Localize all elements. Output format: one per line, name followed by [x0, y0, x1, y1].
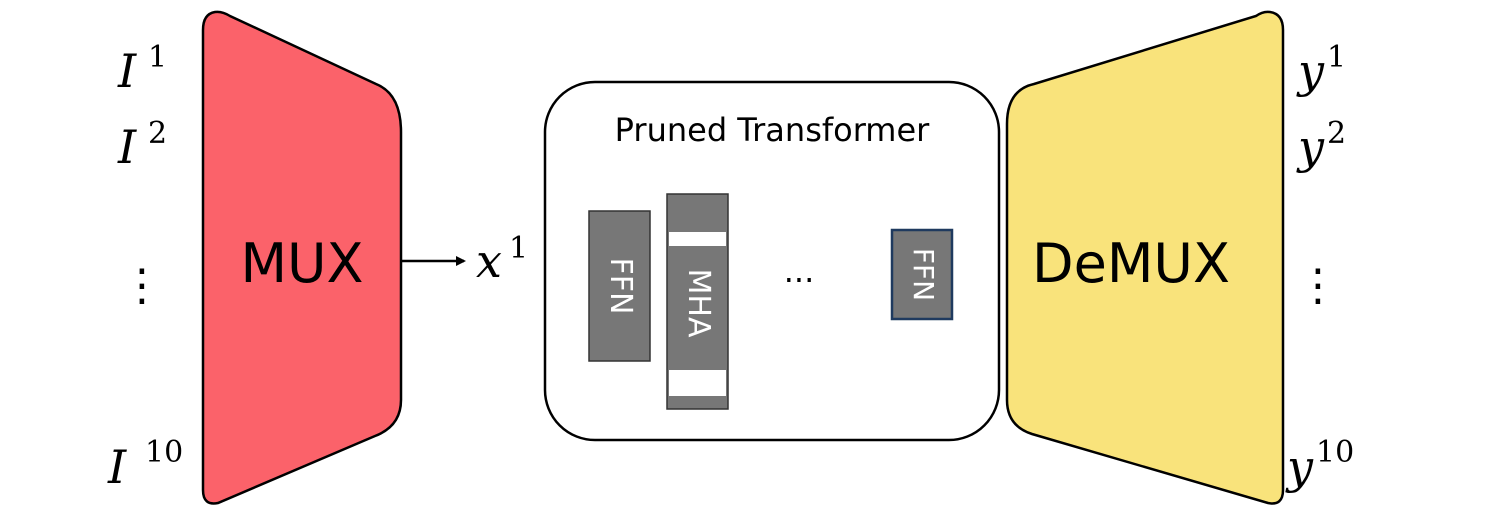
output-ellipsis: ⋮: [1296, 260, 1340, 311]
ffn-block-2-label: FFN: [907, 248, 940, 301]
ffn-block-1-label: FFN: [603, 258, 638, 315]
mux-output-base: x: [476, 234, 502, 288]
input-label-1-base: I: [117, 44, 137, 98]
input-label-10-sup: 10: [145, 435, 183, 470]
input-label-10: I 10: [107, 435, 183, 494]
input-label-10-base: I: [107, 440, 127, 494]
output-label-1: y 1: [1296, 40, 1346, 98]
input-ellipsis: ⋮: [120, 260, 164, 311]
mux-output-label: x 1: [476, 231, 528, 288]
output-label-1-sup: 1: [1327, 40, 1346, 75]
output-label-10-base: y: [1285, 440, 1314, 494]
transformer-title: Pruned Transformer: [615, 111, 930, 149]
mha-pruned-band-top: [669, 232, 726, 246]
output-label-10-sup: 10: [1316, 435, 1354, 470]
mux-label: MUX: [240, 232, 363, 295]
demux-block: [1005, 10, 1285, 505]
transformer-container: [543, 80, 1001, 442]
input-label-2-base: I: [117, 120, 137, 174]
input-label-1: I 1: [117, 40, 167, 98]
output-label-2-base: y: [1296, 120, 1325, 174]
transformer-ellipsis: ...: [784, 252, 815, 290]
ffn-block-1: [588, 210, 651, 362]
mux-output-sup: 1: [509, 231, 528, 266]
output-label-1-base: y: [1296, 44, 1325, 98]
output-label-10: y 10: [1285, 435, 1354, 494]
output-label-2-sup: 2: [1327, 116, 1346, 151]
demux-label: DeMUX: [1032, 232, 1230, 295]
mha-block-label: MHA: [681, 269, 716, 338]
input-label-1-sup: 1: [148, 40, 167, 75]
output-label-2: y 2: [1296, 116, 1346, 174]
mux-block: [201, 10, 403, 505]
input-label-2-sup: 2: [148, 116, 167, 151]
ffn-block-2: [890, 228, 954, 321]
mha-pruned-band-bottom: [669, 370, 726, 396]
input-label-2: I 2: [117, 116, 167, 174]
